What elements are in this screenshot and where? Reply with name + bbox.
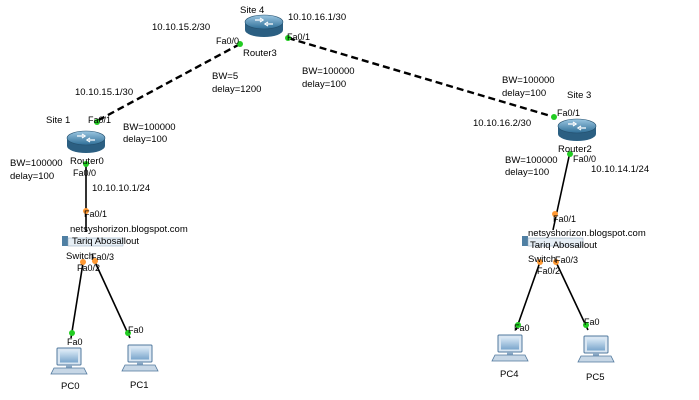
ip-label: 10.10.15.1/30	[75, 87, 133, 98]
switch-banner-url: netsyshorizon.blogspot.com	[528, 228, 646, 239]
port-label: Fa0/0	[73, 168, 96, 178]
switch-banner-author: Tariq Abosallout	[72, 236, 139, 247]
status-dot	[83, 208, 89, 214]
router-icon	[244, 14, 284, 38]
router-icon	[66, 130, 106, 154]
port-label: Fa0/2	[77, 263, 100, 273]
port-label: Fa0/1	[287, 32, 310, 42]
port-label: Fa0	[128, 325, 144, 335]
ip-label: 10.10.16.2/30	[473, 118, 531, 129]
device-label: PC0	[61, 381, 79, 392]
device-label: Switch	[66, 251, 94, 262]
port-label: Fa0/0	[573, 154, 596, 164]
port-label: Fa0/3	[91, 252, 114, 262]
status-dot	[94, 119, 100, 125]
device-label: Router2	[558, 144, 592, 155]
router2-device[interactable]: Site 3 Router2	[557, 90, 597, 155]
pc5-device[interactable]: PC5	[577, 335, 615, 383]
switch2-device[interactable]: netsyshorizon.blogspot.com Tariq Abosall…	[521, 228, 646, 265]
ip-label: 10.10.14.1/24	[591, 164, 649, 175]
switch-banner-author: Tariq Abosallout	[530, 240, 597, 251]
status-dot	[553, 259, 559, 265]
port-label: Fa0	[67, 337, 83, 347]
status-dot	[80, 259, 86, 265]
site-label: Site 4	[240, 5, 264, 16]
ip-label: 10.10.15.2/30	[152, 22, 210, 33]
status-dot	[285, 35, 291, 41]
delay-label: delay=100	[123, 134, 167, 145]
status-dot	[92, 258, 98, 264]
status-dot	[551, 114, 557, 120]
status-dot	[583, 322, 589, 328]
site-label: Site 3	[567, 90, 591, 101]
router0-device[interactable]: Site 1 Router0	[46, 115, 106, 167]
status-dot	[69, 330, 75, 336]
port-label: Fa0/1	[557, 108, 580, 118]
device-label: Router3	[243, 48, 277, 59]
links	[70, 36, 589, 339]
link-switch2-pc4[interactable]	[515, 261, 541, 331]
link-parameter-labels: BW=5 delay=1200 BW=100000 delay=100 BW=1…	[10, 66, 558, 182]
switch1-device[interactable]: netsyshorizon.blogspot.com Tariq Abosall…	[61, 224, 188, 262]
bandwidth-label: BW=100000	[502, 75, 555, 86]
serial-link-router3-router0[interactable]	[94, 42, 241, 124]
status-dot	[83, 161, 89, 167]
status-dot	[567, 151, 573, 157]
delay-label: delay=1200	[212, 84, 261, 95]
status-dot	[515, 322, 521, 328]
delay-label: delay=100	[302, 79, 346, 90]
pc0-device[interactable]: PC0	[50, 347, 88, 392]
device-label: Router0	[70, 156, 104, 167]
device-label: PC1	[130, 380, 148, 391]
pc1-device[interactable]: PC1	[121, 344, 159, 391]
bandwidth-label: BW=100000	[123, 122, 176, 133]
pc-icon	[577, 335, 615, 363]
link-switch2-pc5[interactable]	[555, 261, 589, 331]
bandwidth-label: BW=100000	[10, 158, 63, 169]
link-router2-switch2[interactable]	[552, 151, 571, 231]
port-label: Fa0/2	[537, 266, 560, 276]
pc4-device[interactable]: PC4	[491, 334, 529, 380]
router3-device[interactable]: Site 4 Router3	[240, 5, 284, 59]
device-label: PC5	[586, 372, 604, 383]
serial-link-router3-router2[interactable]	[287, 36, 555, 119]
switch-banner-url: netsyshorizon.blogspot.com	[70, 224, 188, 235]
port-label: Fa0	[514, 323, 530, 333]
site-label: Site 1	[46, 115, 70, 126]
link-status-dots	[69, 35, 589, 336]
status-dot	[125, 330, 131, 336]
link-switch1-pc1[interactable]	[94, 261, 131, 339]
delay-label: delay=100	[505, 167, 549, 178]
port-labels: Fa0/0 Fa0/1 Fa0/1 Fa0/0 Fa0/1 Fa0/3 Fa0/…	[67, 32, 600, 347]
pc-icon	[121, 344, 159, 372]
ip-labels: 10.10.15.2/30 10.10.16.1/30 10.10.15.1/3…	[75, 12, 649, 194]
status-dot	[537, 259, 543, 265]
router-icon	[557, 118, 597, 142]
status-dot	[237, 41, 243, 47]
delay-label: delay=100	[10, 171, 54, 182]
port-label: Fa0/1	[88, 115, 111, 125]
status-dot	[552, 211, 558, 217]
pc-icon	[491, 334, 529, 362]
ip-label: 10.10.16.1/30	[288, 12, 346, 23]
port-label: Fa0/0	[216, 36, 239, 46]
link-switch1-pc0[interactable]	[70, 262, 84, 339]
port-label: Fa0/1	[84, 209, 107, 219]
bandwidth-label: BW=100000	[302, 66, 355, 77]
ip-label: 10.10.10.1/24	[92, 183, 150, 194]
bandwidth-label: BW=100000	[505, 155, 558, 166]
pc-icon	[50, 347, 88, 375]
delay-label: delay=100	[502, 88, 546, 99]
port-label: Fa0/3	[555, 255, 578, 265]
port-label: Fa0/1	[553, 214, 576, 224]
device-label: Switch	[528, 254, 556, 265]
bandwidth-label: BW=5	[212, 71, 238, 82]
port-label: Fa0	[584, 317, 600, 327]
device-label: PC4	[500, 369, 518, 380]
